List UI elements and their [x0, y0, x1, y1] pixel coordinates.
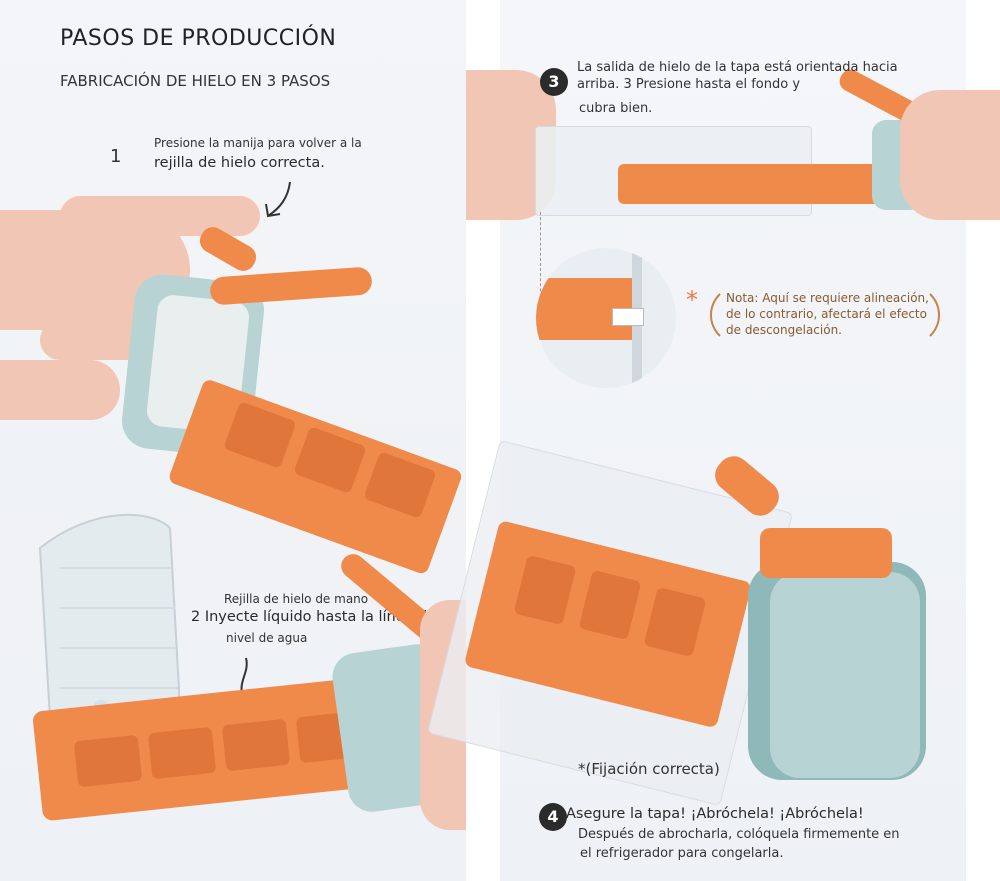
page-title: PASOS DE PRODUCCIÓN: [60, 26, 337, 51]
bracket-right-icon: [929, 293, 940, 337]
step1-line1: Presione la manija para volver a la: [154, 136, 362, 150]
step2-label-top: Rejilla de hielo de mano: [224, 592, 369, 606]
page-subtitle: FABRICACIÓN DE HIELO EN 3 PASOS: [60, 72, 331, 90]
step4-line2: Después de abrocharla, colóquela firmeme…: [578, 827, 900, 842]
step3-line1: La salida de hielo de la tapa está orien…: [577, 60, 898, 75]
note-asterisk-icon: *: [686, 286, 698, 314]
step4-line1: Asegure la tapa! ¡Abróchela! ¡Abróchela!: [566, 806, 864, 822]
note-line1: Nota: Aquí se requiere alineación,: [726, 291, 929, 305]
fixation-label: *(Fijación correcta): [578, 760, 720, 778]
step4-number-badge: 4: [539, 803, 567, 831]
step2-line2: nivel de agua: [226, 631, 308, 645]
note-line3: de descongelación.: [726, 323, 842, 337]
step3-number-badge: 3: [540, 68, 568, 96]
step4-line3: el refrigerador para congelarla.: [580, 846, 784, 861]
step2-line1: 2 Inyecte líquido hasta la línea de: [191, 609, 437, 625]
step3-line3: cubra bien.: [579, 101, 653, 116]
step3-line2: arriba. 3 Presione hasta el fondo y: [577, 77, 801, 92]
arrow-down-icon: [265, 181, 291, 218]
step1-line2: rejilla de hielo correcta.: [154, 155, 325, 171]
note-line2: de lo contrario, afectará el efecto: [726, 307, 927, 321]
step1-number: 1: [110, 146, 122, 167]
bracket-left-icon: [710, 293, 721, 337]
